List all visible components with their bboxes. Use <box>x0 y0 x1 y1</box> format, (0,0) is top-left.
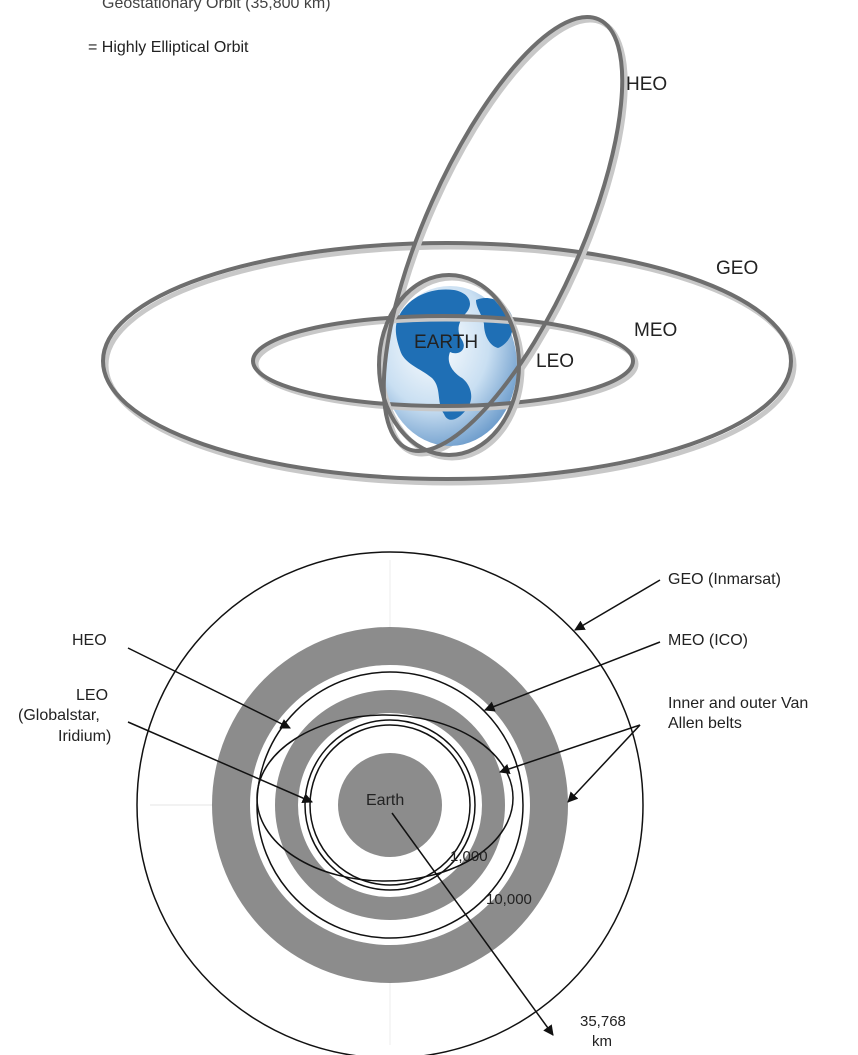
polar-orbit-shadow <box>379 275 525 461</box>
distance-label-1000: 1,000 <box>450 848 488 865</box>
earth-label-top: EARTH <box>414 332 478 353</box>
belt-arrow-inner <box>499 724 641 774</box>
geo-label-top: GEO <box>716 258 758 279</box>
leo-arrow <box>127 721 313 804</box>
earth-disc <box>338 753 442 857</box>
leo-label-line2: (Globalstar, <box>18 707 100 724</box>
heo-label-top: HEO <box>626 74 667 95</box>
leo-circle-inner <box>309 724 471 886</box>
earth-globe <box>383 286 517 446</box>
leo-label-line3: Iridium) <box>58 728 111 745</box>
radius-arrow <box>391 812 554 1036</box>
geo-inmarsat-label: GEO (Inmarsat) <box>668 571 781 588</box>
legend-cutoff-text: Geostationary Orbit (35,800 km) <box>102 0 331 12</box>
meo-orbit-shadow <box>253 316 639 412</box>
bottom-orbit-figure: Earth GEO (Inmarsat) MEO (ICO) Inner and… <box>18 551 808 1055</box>
geo-arrow <box>574 579 661 631</box>
heo-label-bottom: HEO <box>72 632 107 649</box>
heo-ellipse <box>256 714 514 882</box>
earth-label-bottom: Earth <box>366 792 404 809</box>
geo-circle <box>136 551 644 1055</box>
leo-circle-outer <box>304 719 476 891</box>
legend-heo-text: = Highly Elliptical Orbit <box>88 39 249 56</box>
leo-label-line1: LEO <box>76 687 108 704</box>
meo-ico-label: MEO (ICO) <box>668 632 748 649</box>
belts-label-line1: Inner and outer Van <box>668 695 808 712</box>
meo-label-top: MEO <box>634 320 677 341</box>
belts-label-line2: Allen belts <box>668 715 742 732</box>
distance-label-10000: 10,000 <box>486 891 532 908</box>
distance-label-35768: 35,768 <box>580 1013 626 1030</box>
top-orbit-figure: Geostationary Orbit (35,800 km) = Highly… <box>88 0 797 486</box>
leo-label-top: LEO <box>536 351 574 372</box>
meo-orbit <box>251 314 635 408</box>
meo-arrow <box>484 641 661 712</box>
leader-arrows <box>127 579 661 1036</box>
belt-arrow-outer <box>567 724 641 803</box>
heo-arrow <box>127 647 291 729</box>
distance-unit-km: km <box>592 1033 612 1050</box>
geo-orbit-shadow <box>103 244 797 486</box>
geo-orbit <box>101 241 793 481</box>
heo-orbit <box>381 14 625 454</box>
